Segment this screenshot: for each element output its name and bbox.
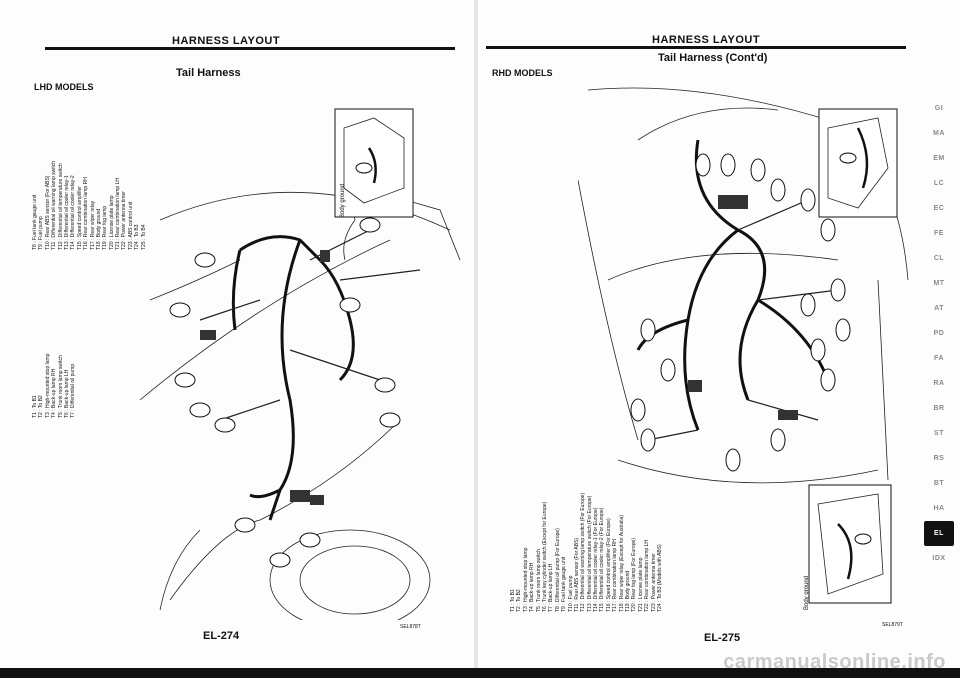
left-legend-b: T8 : Fuel tank gauge unit T9 : Fuel pump… <box>32 161 147 250</box>
tab-ra[interactable]: RA <box>933 380 945 387</box>
tab-ma[interactable]: MA <box>933 130 945 137</box>
left-figure-code: SEL878T <box>400 624 421 630</box>
left-harness-drawing <box>140 159 461 620</box>
tab-gi[interactable]: GI <box>934 105 944 112</box>
right-body-ground-label: Body ground <box>804 575 810 610</box>
section-tab-strip: GI MA EM LC EC FE CL MT AT PD FA RA BR S… <box>924 96 954 571</box>
tab-lc[interactable]: LC <box>933 180 945 187</box>
legend-item: T12 : Differential oil warning lamp swit… <box>580 492 587 612</box>
tab-em[interactable]: EM <box>933 155 945 162</box>
legend-item: T15 : Differential oil cooler relay-2 (F… <box>599 507 606 612</box>
left-page: HARNESS LAYOUT Tail Harness LHD MODELS T… <box>0 0 476 678</box>
right-subtitle: Tail Harness (Cont'd) <box>658 52 768 64</box>
tab-bt[interactable]: BT <box>933 480 945 487</box>
right-models-label: RHD MODELS <box>492 68 553 78</box>
right-header-rule <box>486 46 906 49</box>
watermark: carmanualsonline.info <box>723 651 946 673</box>
right-header-title: HARNESS LAYOUT <box>652 34 761 46</box>
left-legend-a: T1 : To B1 T2 : To B2 T3 : High-mounted … <box>32 354 77 418</box>
right-inset-top <box>818 108 898 218</box>
left-page-number: EL-274 <box>203 630 240 642</box>
legend-item: T14 : Differential oil cooler relay-2 <box>70 175 77 250</box>
tab-ha[interactable]: HA <box>933 505 945 512</box>
right-legend: T1 : To B1 T2 : To B2 T3 : High-mounted … <box>510 493 663 612</box>
legend-item: T11 : Differential oil warning lamp swit… <box>51 160 58 250</box>
legend-item: T12 : Differential oil temperature switc… <box>57 163 64 250</box>
right-page: HARNESS LAYOUT Tail Harness (Cont'd) RHD… <box>478 0 960 678</box>
right-page-number: EL-275 <box>704 632 741 644</box>
right-figure-code: SEL879T <box>882 622 903 628</box>
bottom-bar <box>0 668 960 678</box>
tab-fa[interactable]: FA <box>934 355 944 362</box>
tab-fe[interactable]: FE <box>934 230 944 237</box>
legend-item: T7 : Differential oil pump <box>70 363 77 418</box>
tab-el[interactable]: EL <box>924 521 954 546</box>
tab-idx[interactable]: IDX <box>932 555 946 562</box>
left-body-ground-label: Body ground <box>340 183 346 218</box>
tab-br[interactable]: BR <box>933 405 945 412</box>
tab-st[interactable]: ST <box>934 430 944 437</box>
left-models-label: LHD MODELS <box>34 82 94 92</box>
left-body-ground-inset <box>334 108 414 218</box>
left-subtitle: Tail Harness <box>176 67 241 79</box>
legend-item: T24 : To B3 (Models with ABS) <box>656 544 663 612</box>
tab-rs[interactable]: RS <box>933 455 945 462</box>
tab-cl[interactable]: CL <box>933 255 945 262</box>
page-gutter <box>474 0 480 678</box>
legend-item: T5 : Trunk room lamp switch <box>57 355 64 418</box>
right-body-ground-inset <box>808 484 892 604</box>
left-header-title: HARNESS LAYOUT <box>172 35 281 47</box>
tab-pd[interactable]: PD <box>933 330 945 337</box>
tab-at[interactable]: AT <box>934 305 944 312</box>
tab-mt[interactable]: MT <box>933 280 945 287</box>
left-header-rule <box>45 47 455 50</box>
tab-ec[interactable]: EC <box>933 205 945 212</box>
